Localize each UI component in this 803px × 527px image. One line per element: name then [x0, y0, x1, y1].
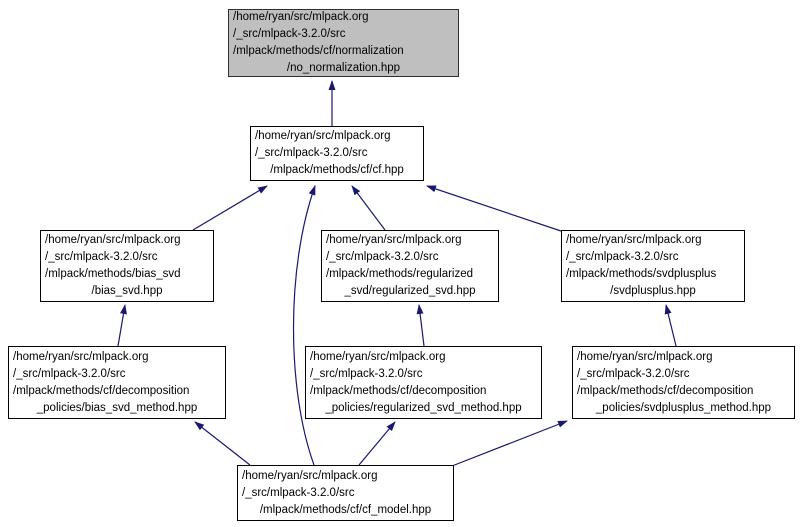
edge-cf-model-to-regularized-svd-method — [358, 421, 396, 466]
node-no-normalization-hpp: /home/ryan/src/mlpack.org /_src/mlpack-3.… — [228, 9, 459, 77]
node-label-line: /mlpack/methods/bias_svd — [45, 268, 181, 280]
node-label-line: _policies/svdplusplus_method.hpp — [595, 401, 772, 414]
node-label-line: /home/ryan/src/mlpack.org — [326, 234, 462, 246]
node-regularized-svd-hpp[interactable]: /home/ryan/src/mlpack.org /_src/mlpack-3.… — [321, 230, 499, 302]
node-label-line: /_src/mlpack-3.2.0/src — [13, 367, 126, 380]
node-label-line: /no_normalization.hpp — [286, 62, 401, 74]
node-label-line: /home/ryan/src/mlpack.org — [566, 234, 702, 246]
node-label-line: /bias_svd.hpp — [91, 285, 163, 297]
node-svdplusplus-hpp[interactable]: /home/ryan/src/mlpack.org /_src/mlpack-3.… — [561, 230, 745, 302]
node-bias-svd-method-hpp[interactable]: /home/ryan/src/mlpack.org /_src/mlpack-3.… — [8, 346, 226, 419]
node-label-line: /_src/mlpack-3.2.0/src — [566, 251, 679, 263]
node-bias-svd-hpp[interactable]: /home/ryan/src/mlpack.org /_src/mlpack-3.… — [40, 230, 214, 302]
node-label-line: /_src/mlpack-3.2.0/src — [242, 486, 355, 499]
edge-cf-model-to-cf — [292, 185, 316, 466]
node-label-line: /home/ryan/src/mlpack.org — [13, 350, 149, 363]
node-label-line: /mlpack/methods/cf/cf.hpp — [270, 164, 404, 176]
node-label-line: /_src/mlpack-3.2.0/src — [577, 367, 690, 380]
node-label-line: /mlpack/methods/cf/decomposition — [310, 384, 487, 397]
edge-regularized-svd-to-cf — [351, 185, 386, 231]
node-label-line: /home/ryan/src/mlpack.org — [255, 130, 391, 142]
node-label-line: /home/ryan/src/mlpack.org — [45, 234, 181, 246]
node-label-line: _policies/regularized_svd_method.hpp — [325, 401, 522, 414]
edge-svdplusplus-method-to-svdplusplus — [664, 304, 677, 347]
node-label-line: /_src/mlpack-3.2.0/src — [310, 367, 423, 380]
node-regularized-svd-method-hpp[interactable]: /home/ryan/src/mlpack.org /_src/mlpack-3.… — [305, 346, 542, 419]
edge-cf-model-to-svdplusplus-method — [451, 420, 568, 467]
node-label-line: /mlpack/methods/svdplusplus — [566, 268, 717, 280]
node-label-line: /_src/mlpack-3.2.0/src — [255, 147, 368, 159]
node-svdplusplus-method-hpp[interactable]: /home/ryan/src/mlpack.org /_src/mlpack-3.… — [572, 346, 795, 419]
node-label-line: /home/ryan/src/mlpack.org — [233, 11, 369, 23]
node-label-line: /home/ryan/src/mlpack.org — [242, 469, 378, 482]
node-label-line: /_src/mlpack-3.2.0/src — [233, 28, 346, 40]
node-label-line: /_src/mlpack-3.2.0/src — [45, 251, 158, 263]
node-cf-model-hpp[interactable]: /home/ryan/src/mlpack.org /_src/mlpack-3.… — [237, 465, 454, 521]
edge-bias-svd-method-to-bias-svd — [117, 304, 127, 347]
node-cf-hpp[interactable]: /home/ryan/src/mlpack.org /_src/mlpack-3.… — [250, 126, 424, 181]
node-label-line: /mlpack/methods/cf/cf_model.hpp — [259, 503, 432, 516]
edge-regularized-svd-method-to-regularized-svd — [416, 304, 425, 347]
node-label-line: /mlpack/methods/cf/decomposition — [13, 384, 190, 397]
node-label-line: /mlpack/methods/cf/decomposition — [577, 384, 754, 397]
node-label-line: _policies/bias_svd_method.hpp — [36, 401, 198, 414]
node-label-line: _svd/regularized_svd.hpp — [344, 285, 476, 297]
edge-bias-svd-to-cf — [192, 185, 268, 231]
node-label-line: /mlpack/methods/regularized — [326, 268, 474, 280]
node-label-line: /mlpack/methods/cf/normalization — [233, 45, 404, 57]
node-label-line: /svdplusplus.hpp — [610, 285, 696, 297]
edge-svdplusplus-to-cf — [426, 185, 562, 232]
node-label-line: /home/ryan/src/mlpack.org — [577, 350, 713, 363]
node-label-line: /home/ryan/src/mlpack.org — [310, 350, 446, 363]
edge-cf-model-to-bias-svd-method — [194, 421, 251, 466]
node-label-line: /_src/mlpack-3.2.0/src — [326, 251, 439, 263]
